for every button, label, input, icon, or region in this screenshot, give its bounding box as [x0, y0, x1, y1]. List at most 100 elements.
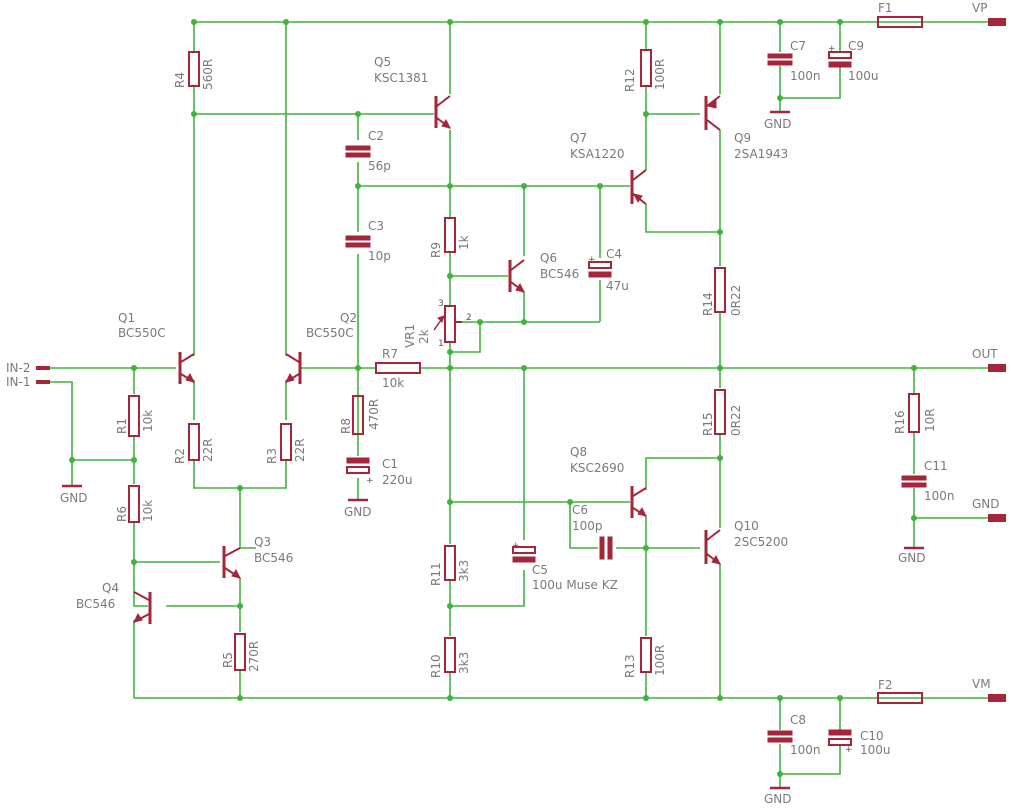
label-r13-name: R13: [623, 654, 637, 678]
transistors: [133, 95, 721, 624]
resistor-r13: [640, 637, 652, 673]
label-q6-value: BC546: [540, 267, 579, 281]
vr1-pin-2: 2: [466, 313, 472, 323]
label-r5-value: 270R: [247, 641, 261, 672]
wires: [50, 21, 988, 788]
label-c6-name: C6: [572, 503, 588, 517]
label-r3-name: R3: [265, 448, 279, 464]
junction: [69, 457, 75, 463]
label-r16-value: 10R: [923, 408, 937, 432]
junction: [643, 695, 649, 701]
transistor-q4: [133, 591, 152, 624]
label-r4-name: R4: [173, 72, 187, 88]
pad-vp: [988, 18, 1006, 26]
capacitor-c11: [901, 475, 927, 488]
label-q5-name: Q5: [374, 55, 391, 69]
label-c10-value: 100u: [860, 743, 891, 757]
svg-text:+: +: [845, 745, 853, 755]
label-r10-value: 3k3: [457, 652, 471, 674]
fuse-f1: [877, 16, 923, 28]
capacitor-c4: +: [588, 255, 612, 278]
junction: [521, 183, 527, 189]
junction: [911, 515, 917, 521]
resistor-r2: [188, 423, 200, 461]
junction: [447, 349, 453, 355]
label-r12-name: R12: [623, 68, 637, 92]
capacitor-c2: [345, 145, 371, 158]
label-c5-value: 100u Muse KZ: [532, 578, 618, 592]
resistor-r14: [714, 267, 726, 313]
label-r1-name: R1: [115, 418, 129, 434]
junction: [191, 111, 197, 117]
junction: [717, 19, 723, 25]
net-labels: IN-2 IN-1 VP OUT GND VM GND GND GND GND …: [6, 1, 1000, 806]
label-f1: F1: [878, 1, 893, 15]
label-r12-value: 100R: [653, 59, 667, 90]
svg-text:+: +: [828, 44, 836, 54]
label-q5-value: KSC1381: [374, 71, 428, 85]
label-r8-name: R8: [339, 418, 353, 434]
gnd-label-c1: GND: [344, 505, 372, 519]
junction: [777, 95, 783, 101]
label-r8-value: 470R: [367, 399, 381, 430]
label-q9-value: 2SA1943: [734, 147, 788, 161]
label-r10-name: R10: [429, 654, 443, 678]
label-vr1-name: VR1: [403, 324, 417, 348]
net-label-in1: IN-1: [6, 375, 30, 389]
label-r16-name: R16: [893, 410, 907, 434]
label-q4-name: Q4: [102, 581, 119, 595]
vr1-pin-1: 1: [438, 339, 444, 349]
label-r7-name: R7: [382, 347, 398, 361]
label-c2-value: 56p: [368, 159, 391, 173]
net-label-vp: VP: [972, 1, 987, 15]
label-c11-value: 100n: [924, 489, 955, 503]
pad-in2: [36, 366, 50, 370]
resistor-r5: [234, 633, 246, 671]
label-c9-value: 100u: [848, 69, 879, 83]
junction: [447, 273, 453, 279]
resistor-r3: [280, 423, 292, 461]
junction: [717, 695, 723, 701]
label-c3-value: 10p: [368, 249, 391, 263]
label-q9-name: Q9: [734, 131, 751, 145]
label-c10-name: C10: [860, 729, 884, 743]
label-c4-name: C4: [606, 247, 622, 261]
junction: [447, 19, 453, 25]
label-q2-name: Q2: [340, 311, 357, 325]
capacitor-c10: +: [828, 729, 853, 755]
transistor-q7: [630, 169, 647, 205]
resistor-r15: [714, 389, 726, 435]
svg-text:+: +: [366, 476, 374, 486]
pad-gnd: [988, 514, 1006, 522]
junction: [717, 365, 723, 371]
label-c8-value: 100n: [790, 743, 821, 757]
junction: [717, 455, 723, 461]
label-r13-value: 100R: [653, 645, 667, 676]
svg-text:+: +: [512, 541, 520, 551]
capacitors: + + + +: [345, 44, 927, 755]
label-c7-name: C7: [790, 39, 806, 53]
net-label-vm: VM: [972, 677, 991, 691]
label-c11-name: C11: [924, 459, 948, 473]
junction: [237, 695, 243, 701]
resistor-r12: [640, 49, 652, 87]
junction: [567, 499, 573, 505]
junction: [777, 19, 783, 25]
resistor-r6: [128, 485, 140, 523]
label-q8-name: Q8: [570, 445, 587, 459]
label-r6-name: R6: [115, 506, 129, 522]
label-q10-name: Q10: [734, 519, 759, 533]
label-r14-name: R14: [701, 292, 715, 316]
resistors: [128, 16, 923, 704]
label-r9-name: R9: [429, 242, 443, 258]
junction: [447, 499, 453, 505]
junction: [717, 229, 723, 235]
gnd-label-c7: GND: [764, 117, 792, 131]
pad-vm: [988, 694, 1006, 702]
transistor-q5: [434, 95, 451, 129]
junction: [447, 365, 453, 371]
junction: [643, 111, 649, 117]
gnd-label-c11: GND: [898, 551, 926, 565]
label-r15-name: R15: [701, 412, 715, 436]
junction: [643, 545, 649, 551]
